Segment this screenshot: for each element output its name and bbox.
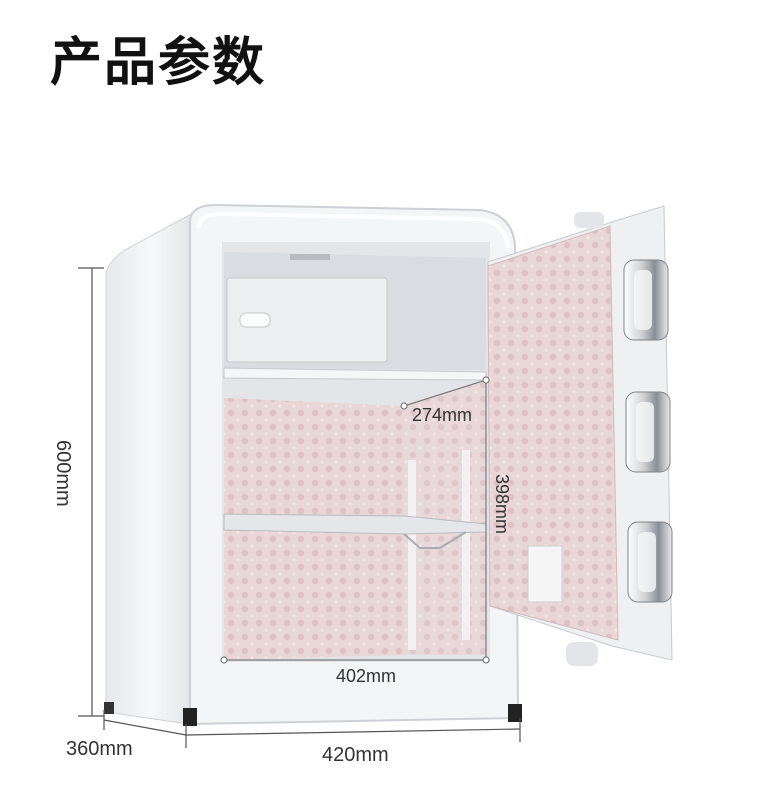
outer-dimension-lines	[78, 267, 521, 748]
door-liner	[487, 225, 619, 641]
door-bolt-bottom	[627, 521, 673, 603]
inner-drawer	[226, 277, 388, 363]
foot-right	[508, 704, 522, 722]
page-title: 产品参数	[50, 33, 267, 93]
inner-width-label: 402mm	[336, 666, 397, 686]
door-bolt-middle	[625, 391, 671, 473]
inner-dimension-lines	[220, 376, 490, 664]
outer-depth-label: 360mm	[66, 738, 133, 760]
door-bolt-top	[623, 259, 669, 341]
foot-left	[183, 708, 197, 726]
outer-width-label: 420mm	[322, 744, 389, 766]
inner-depth-label: 274mm	[412, 405, 473, 425]
safe-side-panel	[105, 211, 196, 726]
outer-height-label: 600mm	[52, 440, 74, 507]
inner-height-label: 398mm	[492, 474, 512, 535]
